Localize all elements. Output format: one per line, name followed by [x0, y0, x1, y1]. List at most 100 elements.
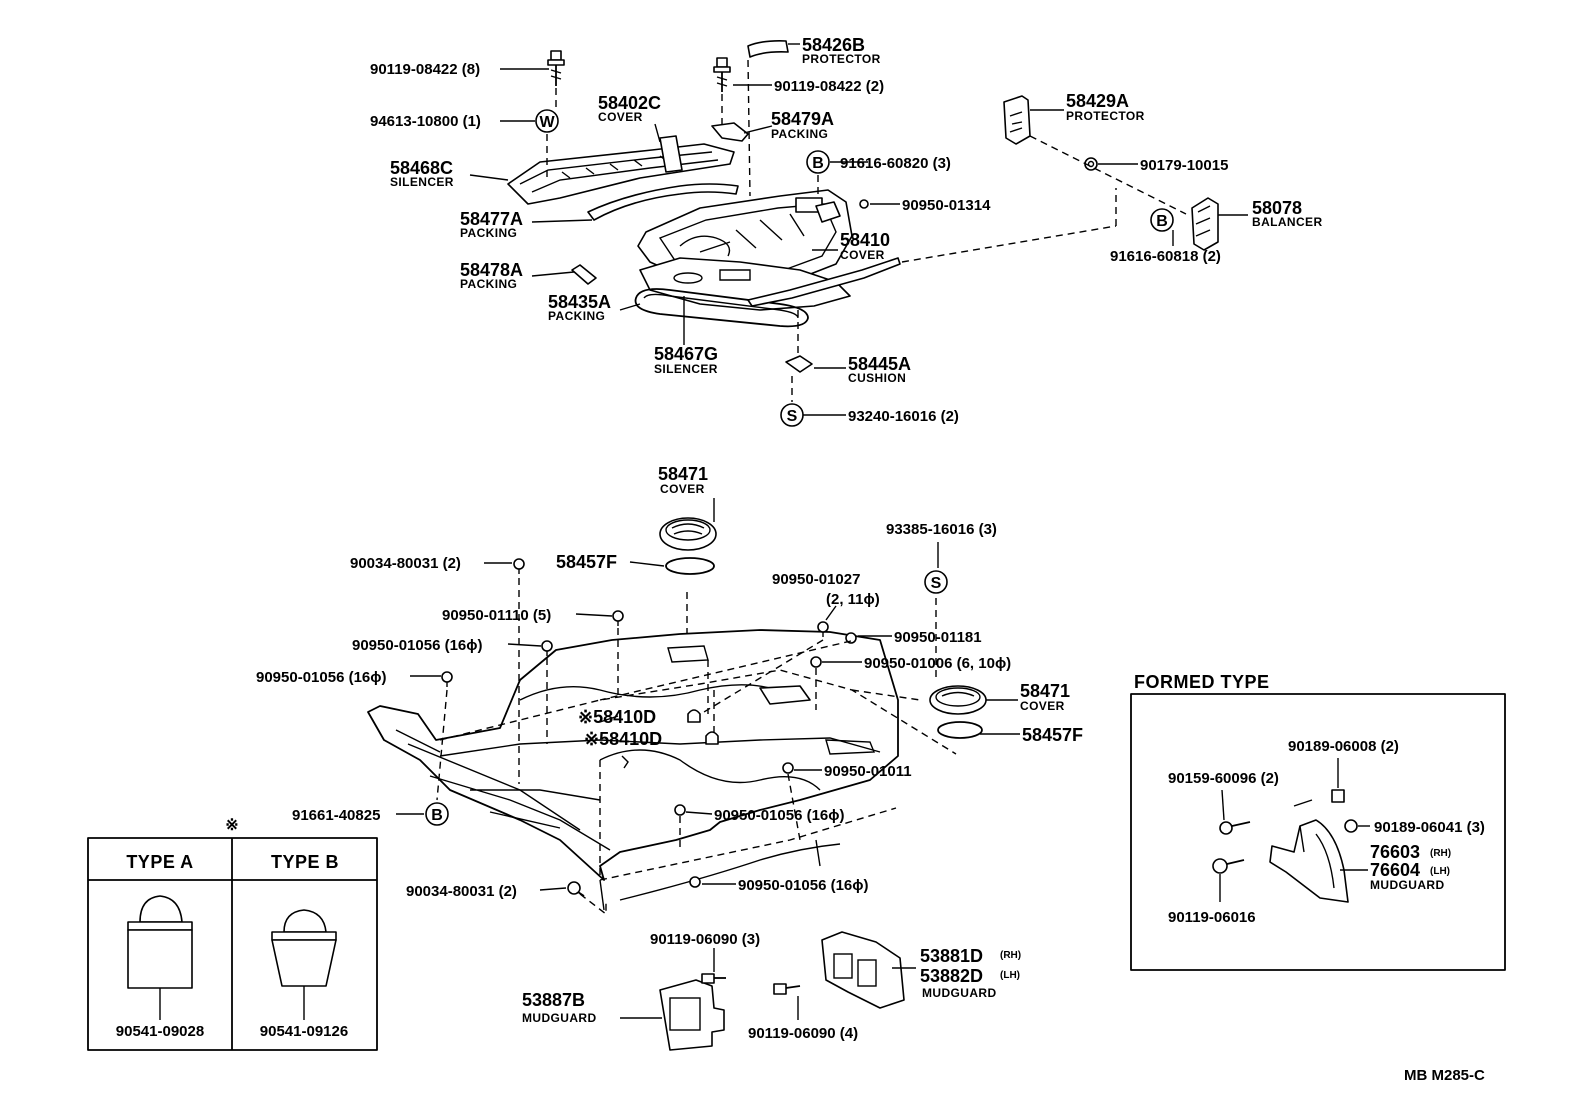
part-name-label: PROTECTOR — [1066, 109, 1145, 123]
part-number-label: 91661-40825 — [292, 807, 380, 824]
bolt-symbol-icon — [806, 150, 830, 174]
part-number-label: 58078 — [1252, 198, 1302, 218]
bolt-icon — [713, 57, 731, 92]
part-number-label: 90950-01056 (16ϕ) — [738, 877, 869, 894]
part-name-label: COVER — [1020, 699, 1065, 713]
nut-icon — [1331, 789, 1345, 803]
plug-icon — [621, 755, 629, 769]
part-name-label: PACKING — [460, 277, 517, 291]
mudguard-side-shape — [821, 931, 905, 1009]
part-name-label: PROTECTOR — [802, 52, 881, 66]
part-number-label: 58445A — [848, 354, 911, 374]
part-number-label: 58477A — [460, 209, 523, 229]
cover-strip-shape — [659, 135, 683, 173]
part-number-label: 90189-06041 (3) — [1374, 819, 1485, 836]
plug-type-a-icon — [127, 895, 193, 1020]
part-number-label: 58457F — [556, 552, 617, 572]
plug-type-table: ※ TYPE A TYPE B 90541-09028 90541-09126 — [87, 817, 378, 1051]
part-number-label: 90950-01011 — [824, 763, 912, 780]
part-number-label: 58429A — [1066, 91, 1129, 111]
part-name-label: MUDGUARD — [1370, 878, 1445, 892]
plug-icon — [705, 731, 719, 745]
part-number-label: 58478A — [460, 260, 523, 280]
nut-icon — [1344, 819, 1358, 833]
part-number-label: ※58410D — [584, 729, 662, 749]
part-number-label: 90950-01006 (6, 10ϕ) — [864, 655, 1011, 672]
part-number-label: 90950-01110 (5) — [442, 607, 551, 624]
part-number-label: 90950-01056 (16ϕ) — [352, 637, 483, 654]
part-number-label: 93385-16016 (3) — [886, 521, 997, 538]
grommet-icon — [817, 621, 829, 637]
formed-type-box: FORMED TYPE — [1130, 672, 1506, 971]
part-number-label: 90950-01181 — [894, 629, 982, 646]
part-number-label: 53887B — [522, 990, 585, 1010]
bolt-symbol-icon — [1150, 208, 1174, 232]
part-number-label: ※58410D — [578, 707, 656, 727]
bolt-symbol-letter: B — [431, 807, 443, 824]
cushion-shape — [785, 355, 813, 373]
part-name-label: CUSHION — [848, 371, 906, 385]
part-name-label: PACKING — [548, 309, 605, 323]
part-number-label: 90159-60096 (2) — [1168, 770, 1279, 787]
grommet-icon — [441, 671, 453, 687]
type-a-header: TYPE A — [126, 852, 193, 872]
clip-symbol-icon — [924, 570, 948, 594]
clip-symbol-letter: S — [931, 575, 942, 592]
part-number-label: 90950-01314 — [902, 197, 991, 214]
part-number-label: 76604 — [1370, 860, 1420, 880]
part-number-label: 58410 — [840, 230, 890, 250]
upper-symbols: W B S B — [535, 109, 1174, 427]
part-number-label: 58435A — [548, 292, 611, 312]
packing-piece-shape — [711, 122, 749, 142]
part-name-label: MUDGUARD — [922, 986, 997, 1000]
cover-plug-shape — [659, 517, 717, 551]
part-number-label: 53882D — [920, 966, 983, 986]
washer-symbol-icon — [535, 109, 559, 133]
upper-labels: 90119-08422 (8) 58426B PROTECTOR 90119-0… — [370, 35, 1323, 425]
bolt-icon — [701, 973, 726, 984]
part-number-label: 53881D — [920, 946, 983, 966]
upper-assembly-drawing — [469, 40, 1248, 416]
part-name-label: BALANCER — [1252, 215, 1323, 229]
part-number-label: 90950-01056 (16ϕ) — [256, 669, 387, 686]
cover-plug-shape — [929, 685, 987, 715]
lower-floor-drawing — [367, 498, 1020, 1051]
plug-icon — [687, 709, 701, 723]
part-number-label: 58468C — [390, 158, 453, 178]
side-marker-label: (RH) — [1430, 848, 1451, 859]
side-marker-label: (LH) — [1000, 970, 1020, 981]
part-number-label: 91616-60820 (3) — [840, 155, 951, 172]
diagram-code: MB M285-C — [1404, 1067, 1485, 1084]
grommet-icon — [782, 762, 794, 774]
part-number-label: 90034-80031 (2) — [350, 555, 461, 572]
part-number-label: 90179-10015 — [1140, 157, 1228, 174]
bolt-symbol-letter: B — [812, 155, 824, 172]
part-number-label: 90119-06090 (3) — [650, 931, 760, 948]
part-number-label: 90119-06090 (4) — [748, 1025, 858, 1042]
part-number-label: 58457F — [1022, 725, 1083, 745]
bolt-icon — [1219, 821, 1251, 835]
part-number-label: 76603 — [1370, 842, 1420, 862]
part-number-label: 90119-06016 — [1168, 909, 1256, 926]
lower-labels: 58471 COVER 58457F 90034-80031 (2) 90950… — [256, 464, 1083, 1042]
balancer-shape — [1191, 197, 1219, 251]
grommet-icon — [810, 656, 822, 668]
formed-type-title: FORMED TYPE — [1134, 672, 1270, 692]
part-number-label: 91616-60818 (2) — [1110, 248, 1221, 265]
grommet-icon — [612, 610, 624, 626]
part-name-label: COVER — [840, 248, 885, 262]
lower-symbols: S B — [425, 570, 948, 826]
floor-panel-shape — [367, 629, 899, 881]
part-name-label: PACKING — [460, 226, 517, 240]
type-b-header: TYPE B — [271, 852, 339, 872]
bolt-symbol-letter: B — [1156, 213, 1168, 230]
bolt-icon — [773, 983, 801, 995]
part-number-label: 90119-08422 (2) — [774, 78, 884, 95]
part-number-label: 90950-01056 (16ϕ) — [714, 807, 845, 824]
part-number-label: 58471 — [658, 464, 708, 484]
protector-strip-shape — [747, 40, 789, 58]
part-name-label: SILENCER — [390, 175, 454, 189]
plug-type-b-icon — [271, 909, 337, 1020]
part-name-label: COVER — [598, 110, 643, 124]
